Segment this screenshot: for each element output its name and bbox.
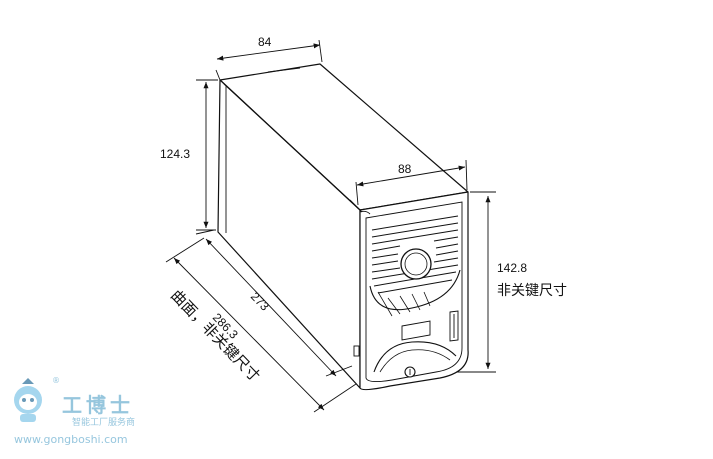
mascot-logo-icon <box>14 378 42 422</box>
caption-depth: 曲面，非关键尺寸 <box>167 286 263 385</box>
watermark-brand: 工博士 <box>62 393 134 417</box>
label-front-height: 142.8 <box>497 261 527 275</box>
dim-line-depth-outer <box>173 257 325 411</box>
front-face <box>359 191 469 391</box>
front-panel-details <box>365 201 463 383</box>
dim-line-top-width <box>216 43 321 61</box>
label-front-width: 88 <box>398 162 412 176</box>
watermark: 工博士 ® 智能工厂服务商 www.gongboshi.com <box>14 376 135 446</box>
caption-front-height: 非关键尺寸 <box>497 283 567 299</box>
label-depth-inner: 273 <box>248 289 272 313</box>
dim-line-front-width <box>356 165 466 187</box>
label-top-width: 84 <box>258 35 272 49</box>
power-button-icon <box>400 248 432 280</box>
label-back-height: 124.3 <box>160 147 190 161</box>
display-window <box>401 320 431 341</box>
watermark-url: www.gongboshi.com <box>14 433 128 446</box>
watermark-tagline: 智能工厂服务商 <box>72 416 135 428</box>
watermark-registered: ® <box>52 376 60 385</box>
